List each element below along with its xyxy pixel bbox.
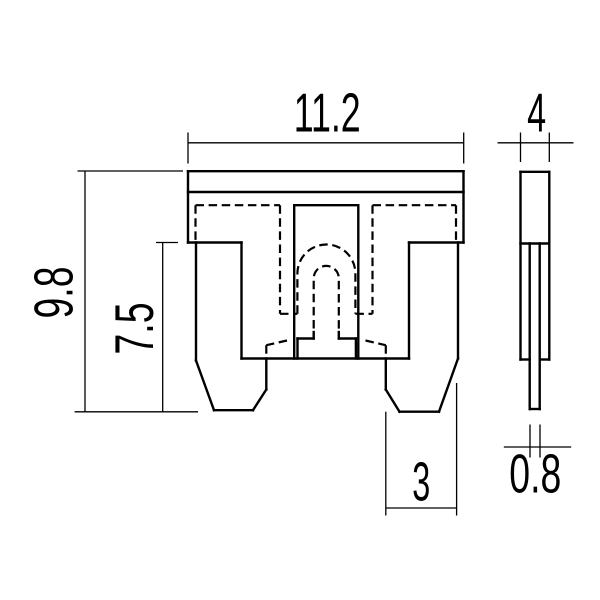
svg-text:11.2: 11.2 [294, 81, 361, 143]
svg-text:7.5: 7.5 [103, 303, 165, 355]
svg-text:9.8: 9.8 [23, 267, 85, 319]
svg-text:0.8: 0.8 [509, 442, 561, 504]
svg-text:3: 3 [412, 451, 430, 513]
svg-text:4: 4 [527, 81, 546, 143]
